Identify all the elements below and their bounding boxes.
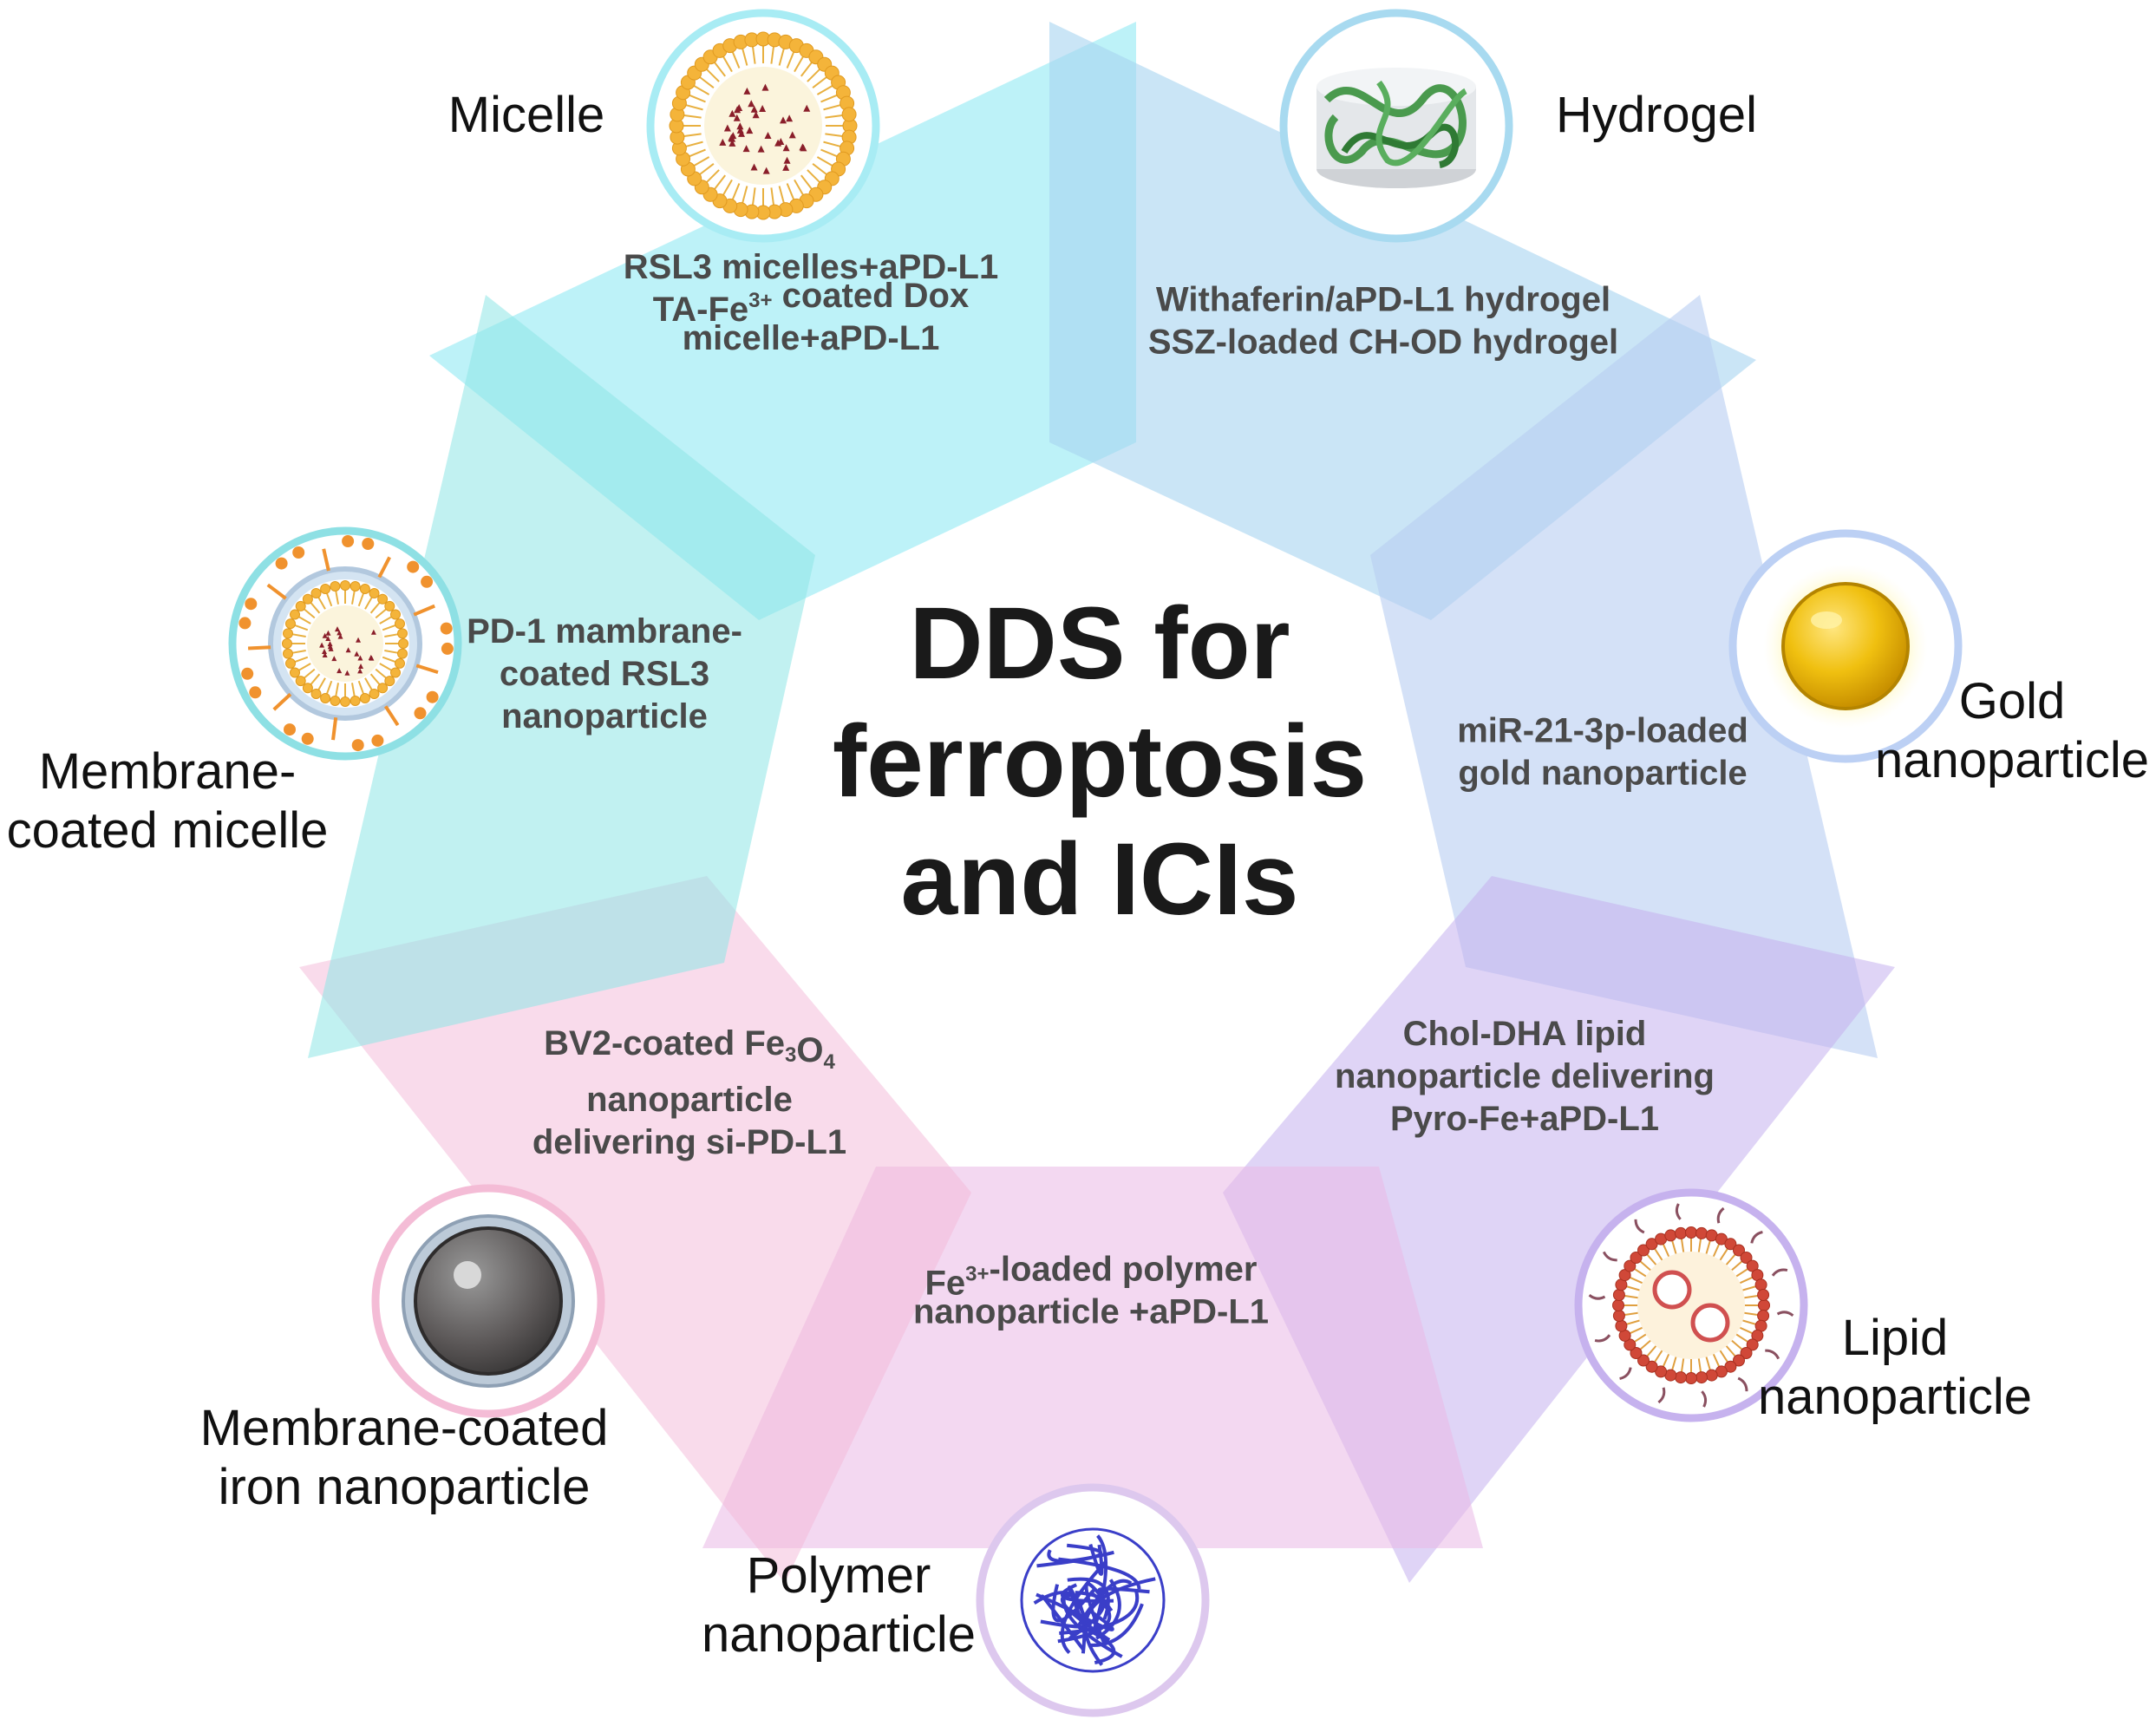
hydrogel-icon <box>1279 9 1513 243</box>
membrane-micelle-icon <box>228 526 462 761</box>
gold-band <box>1370 295 1878 1058</box>
micelle-icon <box>646 9 880 243</box>
segment-bands <box>299 22 1895 1583</box>
membrane-micelle-label: Membrane-coated micelle <box>7 743 329 859</box>
micelle-label: Micelle <box>448 87 605 143</box>
hydrogel-label: Hydrogel <box>1556 87 1757 143</box>
gold-nanoparticle-icon <box>1728 529 1963 763</box>
membrane-micelle-band <box>308 295 815 1058</box>
iron-nanoparticle-icon <box>371 1184 605 1418</box>
membrane-iron-band <box>299 876 971 1583</box>
polymer-nanoparticle-icon <box>976 1483 1210 1717</box>
lipid-nanoparticle-icon <box>1574 1188 1808 1422</box>
